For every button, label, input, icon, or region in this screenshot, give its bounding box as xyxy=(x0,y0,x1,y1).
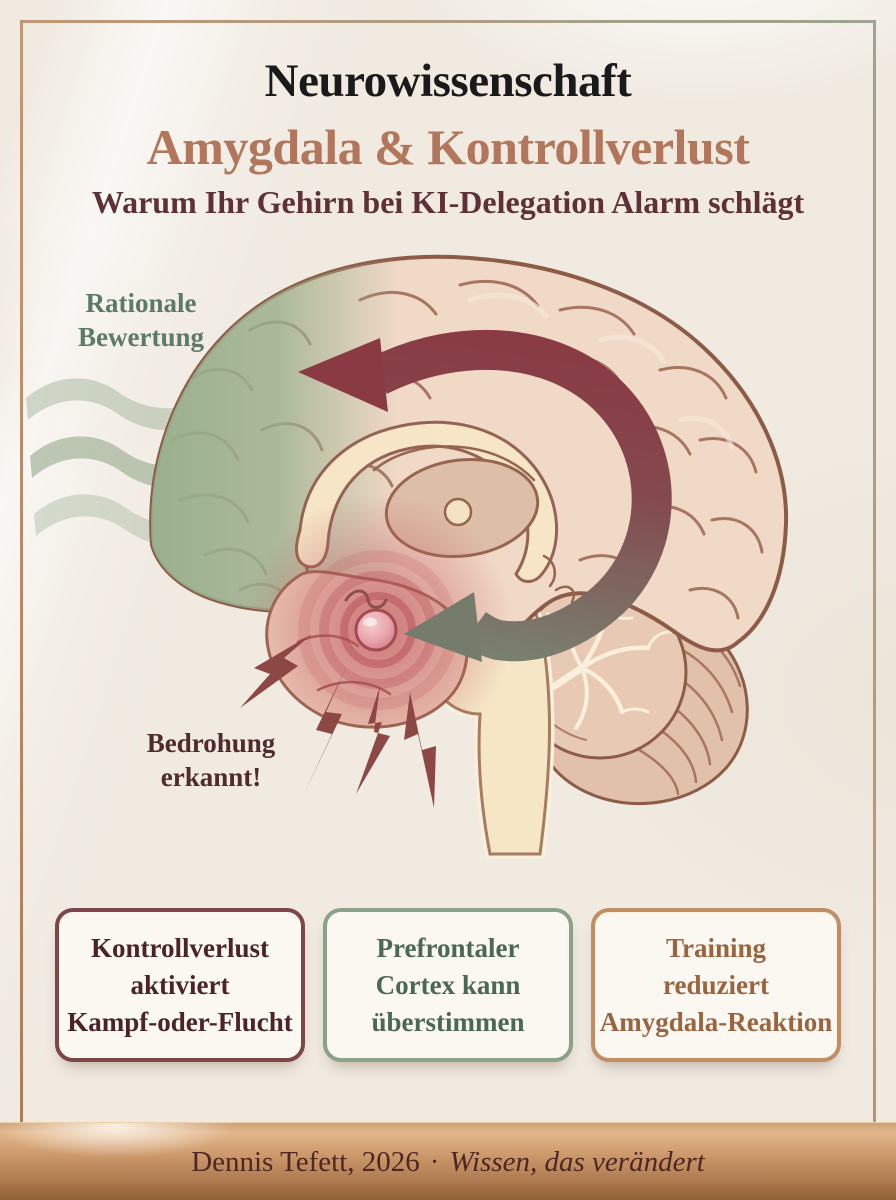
card-fight-or-flight: Kontrollverlust aktiviert Kampf-oder-Flu… xyxy=(55,908,305,1062)
card-line: Prefrontaler xyxy=(376,932,520,963)
card-line: Kontrollverlust xyxy=(91,932,269,963)
footer-tagline: Wissen, das verändert xyxy=(449,1145,705,1178)
label-threat-detected: Bedrohung erkannt! xyxy=(146,728,276,792)
footer-separator: · xyxy=(429,1145,440,1178)
card-line: aktiviert xyxy=(130,969,230,1000)
header-kicker: Neurowissenschaft xyxy=(264,55,632,107)
card-training-reduces: Training reduziert Amygdala-Reaktion xyxy=(591,908,841,1062)
card-line: Kampf-oder-Flucht xyxy=(67,1006,293,1037)
footer-credit: Dennis Tefett, 2026 xyxy=(191,1145,420,1178)
card-line: reduziert xyxy=(663,969,769,1000)
card-line: Training xyxy=(665,932,767,963)
footer-text: Dennis Tefett, 2026 · Wissen, das veränder… xyxy=(191,1146,705,1179)
label-rational-evaluation: Rationale Bewertung xyxy=(78,288,204,352)
header-title: Amygdala & Kontrollverlust xyxy=(146,119,750,175)
footer-band: Dennis Tefett, 2026 · Wissen, das veränder… xyxy=(0,1122,896,1200)
card-line: Amygdala-Reaktion xyxy=(599,1006,833,1037)
card-line: überstimmen xyxy=(371,1006,525,1037)
card-prefrontal-override: Prefrontaler Cortex kann überstimmen xyxy=(323,908,573,1062)
card-line: Cortex kann xyxy=(375,969,521,1000)
header-subtitle: Warum Ihr Gehirn bei KI-Delegation Alarm… xyxy=(91,184,805,220)
